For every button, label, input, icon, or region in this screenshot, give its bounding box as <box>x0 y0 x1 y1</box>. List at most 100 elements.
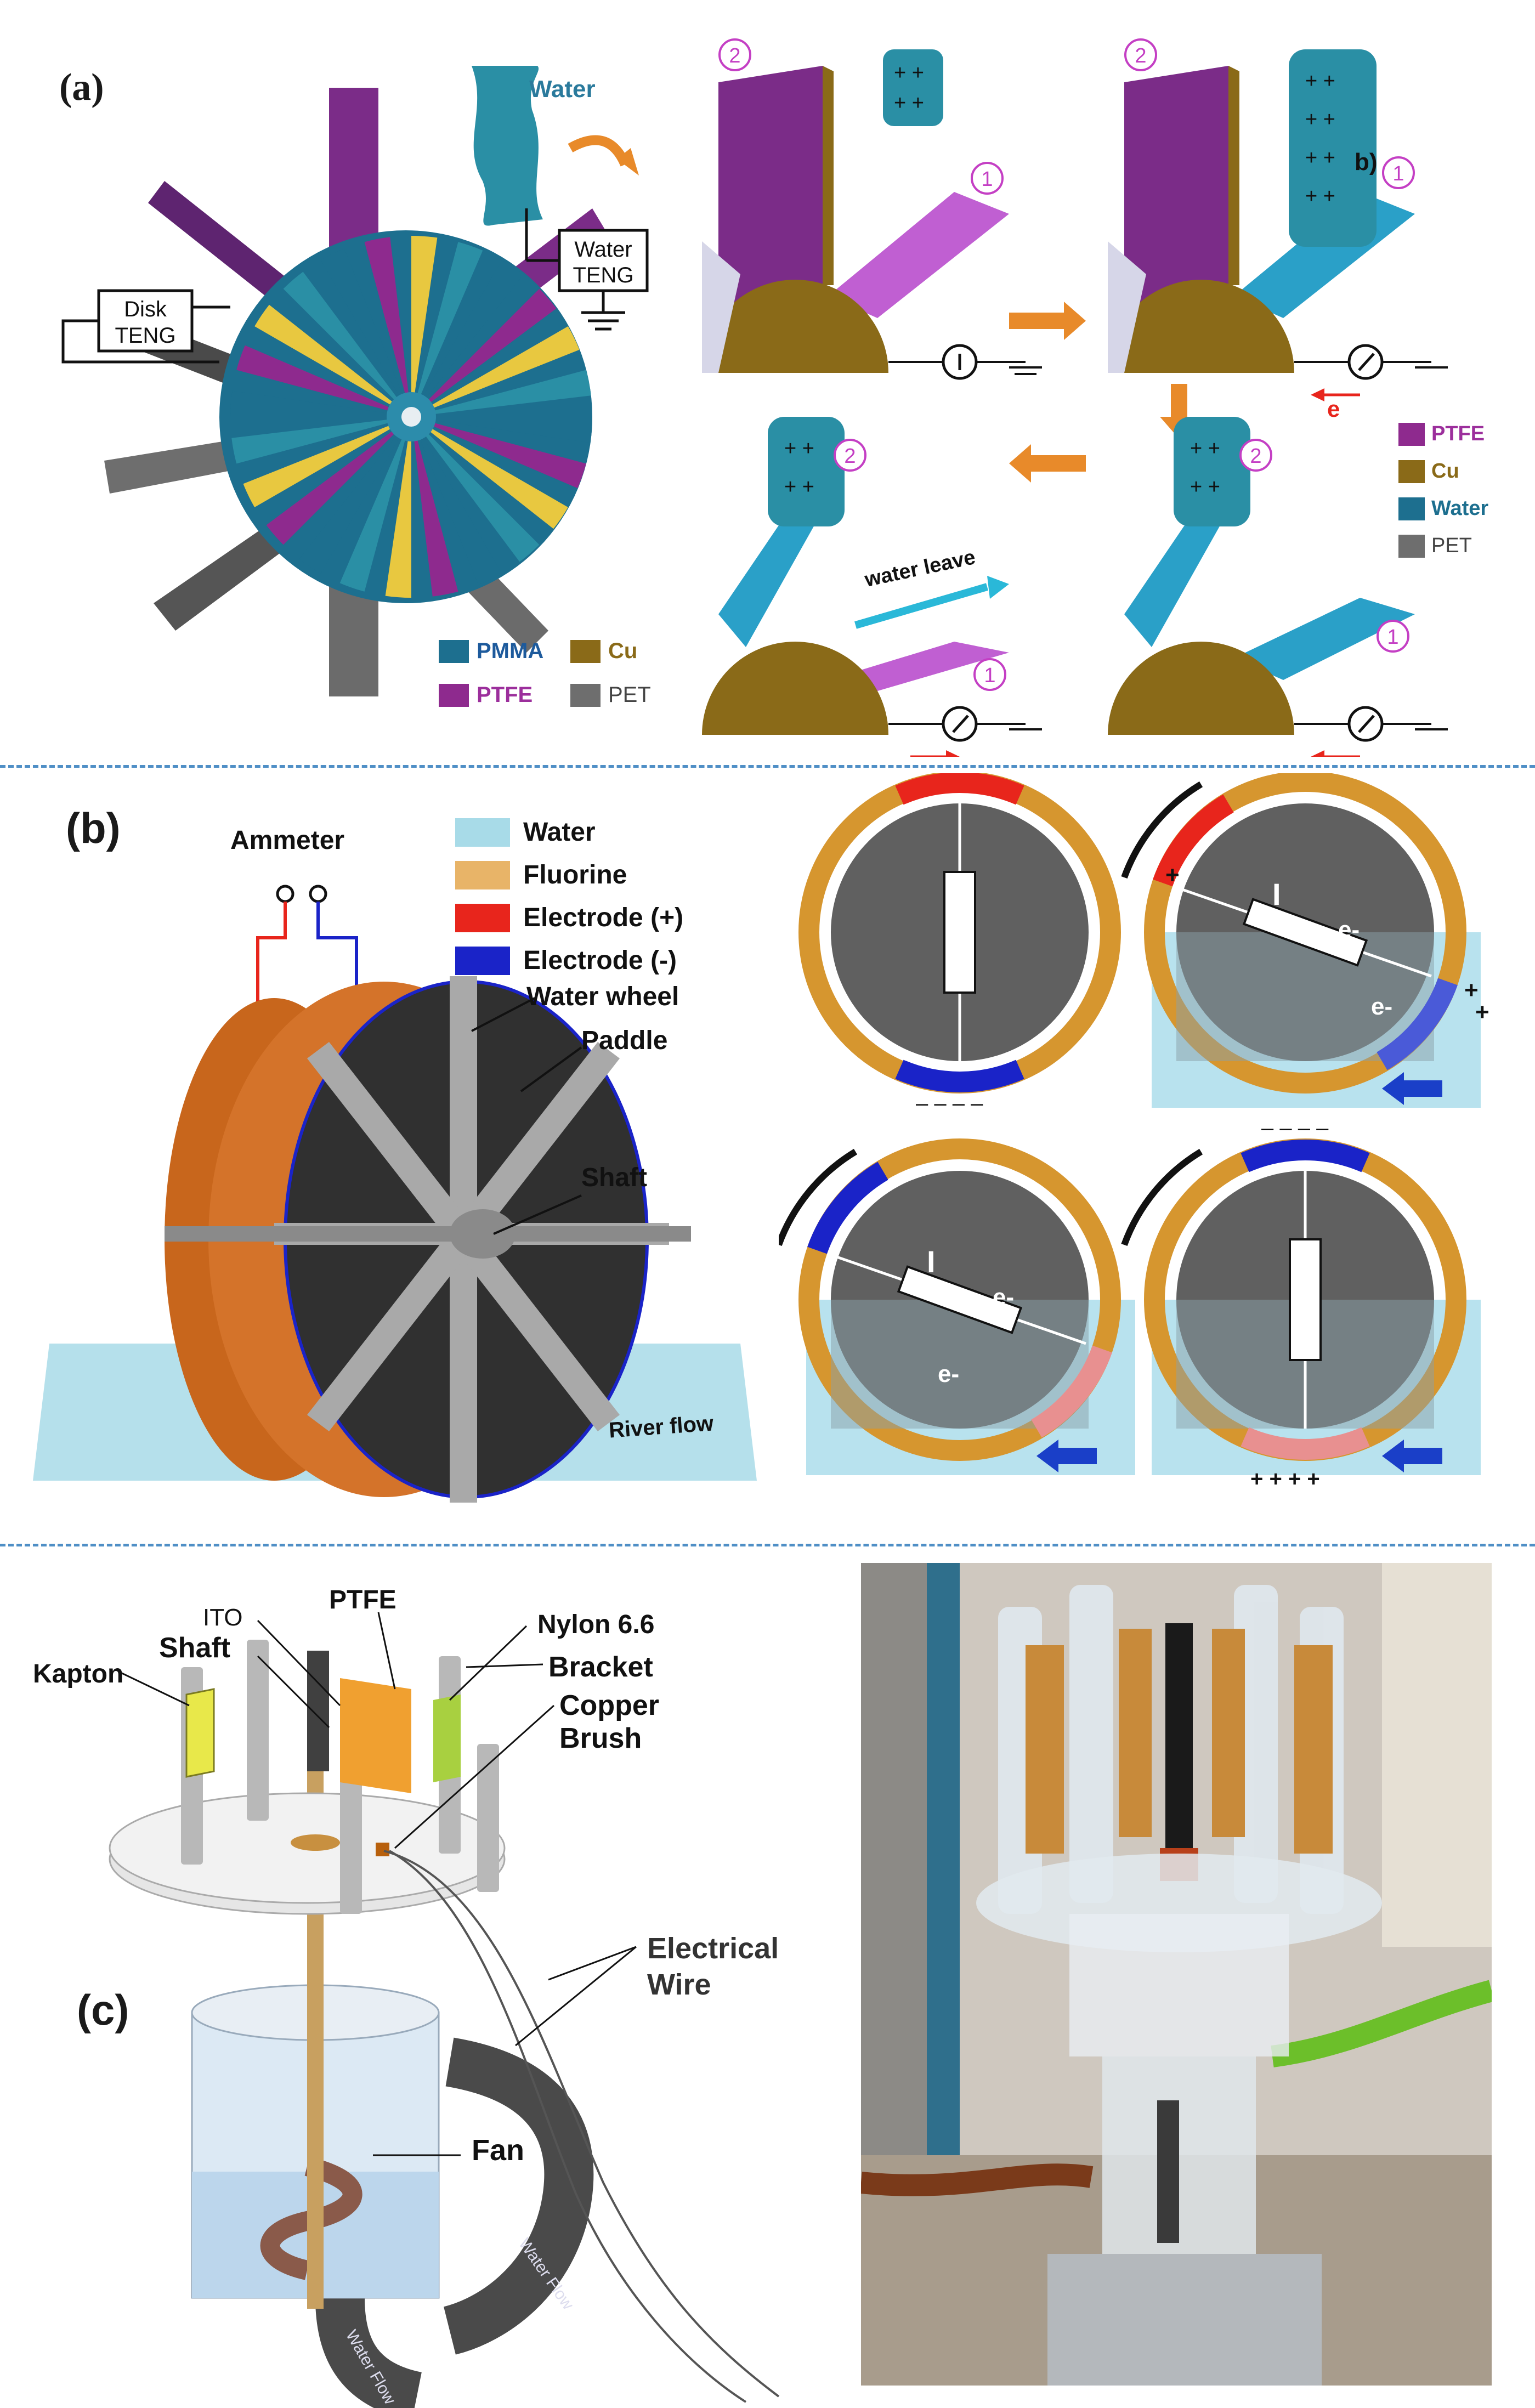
charge-transfer-diagrams: – – – – – – – – I e- e- + + + <box>779 773 1489 1491</box>
svg-text:+ +: + + <box>1190 437 1220 460</box>
step-4: + + + + 2 1 water leave e <box>702 417 1042 757</box>
svg-text:– – – –: – – – – <box>1261 1116 1329 1140</box>
wheel-blade <box>411 242 483 417</box>
svg-text:+ +: + + <box>894 92 924 115</box>
fan-label: Fan <box>472 2134 525 2167</box>
svg-text:1: 1 <box>984 664 995 687</box>
svg-text:+ +: + + <box>894 61 924 84</box>
panel-c-label: (c) <box>77 1986 129 2034</box>
legend-item: Electrode (-) <box>455 945 677 976</box>
wheel-blade <box>266 417 411 545</box>
panel-a: (a) Water TENG <box>0 0 1535 757</box>
legend-item: PTFE <box>1398 422 1485 446</box>
shaft-label: Shaft <box>581 1163 647 1192</box>
wheel-blade <box>299 417 411 574</box>
svg-text:1: 1 <box>1387 626 1398 649</box>
panel-b: (b) Ammeter Water <box>0 773 1535 1536</box>
panel-a-label: (a) <box>59 66 104 109</box>
nylon-film <box>433 1695 461 1782</box>
electrical-wire <box>383 1850 780 2398</box>
copper-brush <box>376 1843 389 1856</box>
wheel-blade <box>411 417 540 562</box>
wheel-blade <box>411 260 524 417</box>
svg-text:e-: e- <box>993 1284 1014 1311</box>
legend-item: Cu <box>1398 460 1459 483</box>
svg-text:+: + <box>1475 999 1489 1025</box>
step-3: + + + + 2 1 e <box>1108 417 1448 757</box>
kapton-label: Kapton <box>33 1659 124 1689</box>
disk-teng-box <box>97 289 194 353</box>
water-label: Water <box>529 76 596 103</box>
teng-wheel-illustration: Water TENG Disk TENG <box>61 66 649 696</box>
wheel-blade <box>411 326 580 417</box>
legend-item: PTFE <box>439 683 533 707</box>
kapton-film <box>185 1688 215 1778</box>
water-stream <box>472 66 543 226</box>
electrical-wire-label: Electrical Wire <box>647 1932 779 2001</box>
ring-1: – – – – – – – – <box>798 773 1121 1115</box>
wheel-blade <box>230 390 411 417</box>
svg-text:2: 2 <box>1135 44 1146 67</box>
svg-text:2: 2 <box>729 44 740 67</box>
ammeter-label: Ammeter <box>230 826 345 855</box>
legend-item: Fluorine <box>455 860 627 890</box>
disk-teng-label-1: Disk <box>124 297 167 321</box>
paddle-label: Paddle <box>581 1026 668 1055</box>
ring-3: I e- e- <box>779 1138 1135 1475</box>
ring-4: – – – – + + + + <box>1121 1116 1481 1491</box>
ito-label: ITO <box>203 1604 243 1631</box>
wheel-disk <box>219 230 592 603</box>
svg-text:+ +: + + <box>1305 70 1335 93</box>
svg-text:+ +: + + <box>784 437 814 460</box>
water-wheel-label: Water wheel <box>526 982 679 1011</box>
svg-text:+: + <box>1464 977 1479 1004</box>
rotation-arrow <box>568 135 630 167</box>
legend-item: Water <box>1398 497 1488 520</box>
svg-text:e-: e- <box>1338 916 1360 943</box>
svg-text:2: 2 <box>1250 445 1261 468</box>
svg-text:+ +: + + <box>1305 108 1335 131</box>
svg-text:I: I <box>1272 877 1281 911</box>
wheel-blade <box>321 248 411 417</box>
wheel-blade <box>411 417 592 443</box>
water-pipe <box>315 2297 422 2408</box>
nylon-label: Nylon 6.6 <box>537 1610 655 1639</box>
working-mechanism-steps: + + + + 2 1 + + + + + + + + b <box>702 38 1448 757</box>
wheel-blade <box>411 417 568 529</box>
divider-b-c <box>0 1544 1535 1546</box>
wheel-blade <box>411 417 502 585</box>
legend-item: Water <box>455 817 596 847</box>
legend-item: PET <box>1398 534 1472 558</box>
wheel-blade <box>411 417 458 597</box>
legend-item: Electrode (+) <box>455 903 683 933</box>
svg-text:+ +: + + <box>1305 185 1335 208</box>
legend-right: PTFE Cu Water PET <box>1398 422 1530 581</box>
water-teng-label-1: Water <box>574 237 632 262</box>
wheel-blade <box>236 345 411 417</box>
legend-left: PMMA Cu PTFE PET <box>439 639 696 716</box>
wheel-blade <box>411 236 438 417</box>
wheel-blade <box>243 417 411 507</box>
svg-text:+: + <box>1165 862 1180 888</box>
step-1: + + + + 2 1 <box>702 38 1042 380</box>
wheel-blade <box>283 271 411 417</box>
svg-text:+ +: + + <box>1190 475 1220 498</box>
water-teng-label-2: TENG <box>573 263 633 287</box>
svg-text:e-: e- <box>938 1361 959 1387</box>
wheel-blade <box>411 288 557 417</box>
wheel-blade <box>411 417 586 489</box>
ptfe-ito-film <box>340 1678 411 1793</box>
wheel-blade <box>385 417 411 598</box>
legend-item: PET <box>570 683 651 707</box>
panel-c: ITO PTFE Shaft Kapton Nylon 6.6 Bracket … <box>0 1552 856 2408</box>
wheel-blade <box>254 304 411 417</box>
svg-text:+ +: + + <box>784 475 814 498</box>
ring-2: I e- e- + + + <box>1121 773 1489 1108</box>
divider-a-b <box>0 765 1535 768</box>
wheel-blade <box>231 417 411 464</box>
svg-text:1: 1 <box>981 168 993 191</box>
bracket-label: Bracket <box>548 1651 653 1683</box>
panel-b-label: (b) <box>66 804 121 852</box>
copper-brush-label: Copper Brush <box>559 1690 659 1754</box>
ptfe-label: PTFE <box>329 1585 397 1614</box>
